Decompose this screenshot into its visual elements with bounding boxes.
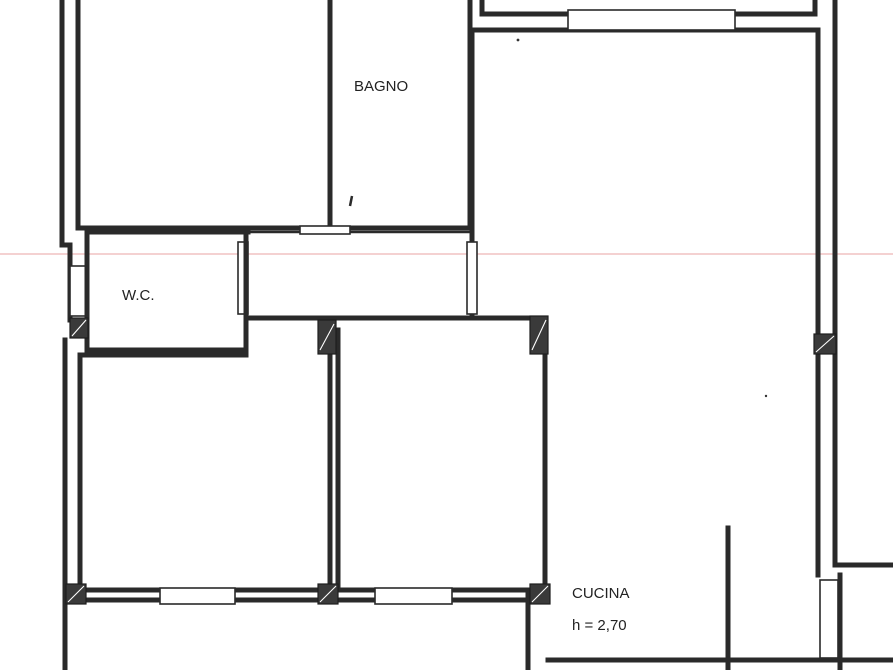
column-6 (317, 583, 339, 605)
mark-dot-2 (764, 394, 768, 398)
room-bottom-left (77, 327, 333, 603)
window-bottom-middle (374, 587, 453, 605)
room-bottom-middle (335, 315, 548, 603)
door-corridor-right (466, 241, 478, 315)
column-4 (813, 333, 837, 355)
window-bottom-left (159, 587, 236, 605)
room-top-left (75, 0, 333, 231)
column-5 (65, 583, 87, 605)
column-7 (529, 583, 551, 605)
bathroom-label: BAGNO (354, 78, 408, 95)
kitchen-label: CUCINA (572, 585, 630, 602)
kitchen-height-label: h = 2,70 (572, 617, 627, 634)
window-left-wc (69, 265, 87, 317)
column-3 (529, 315, 549, 355)
room-kitchen (525, 0, 893, 670)
window-kitchen-right (819, 579, 839, 659)
column-2 (317, 319, 337, 355)
room-wc (84, 229, 249, 353)
room-bathroom (327, 0, 473, 231)
structural-columns (65, 315, 837, 605)
window-top-right (567, 9, 736, 31)
wc-label: W.C. (122, 287, 155, 304)
mark-dot-1 (516, 38, 520, 42)
column-1 (69, 317, 89, 339)
door-corridor-top (299, 225, 351, 235)
